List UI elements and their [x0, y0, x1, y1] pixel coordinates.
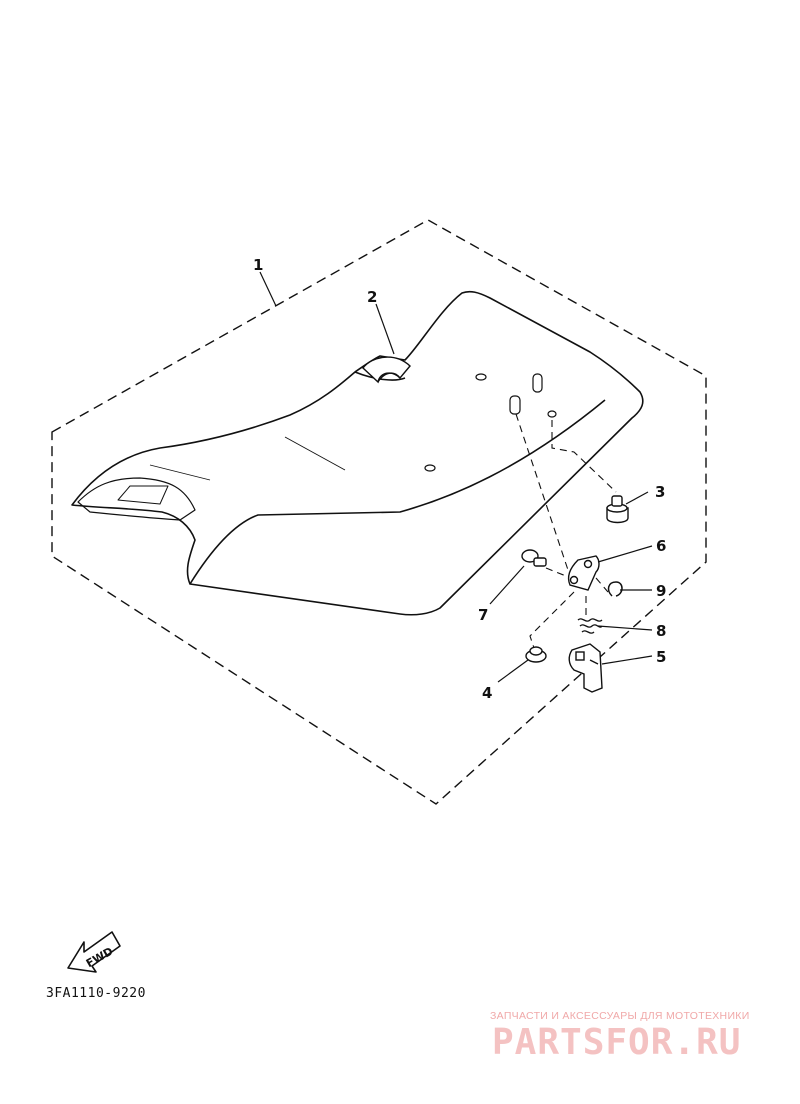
callout-4: 4 — [482, 684, 492, 702]
seat-body — [71, 290, 644, 616]
callout-2: 2 — [367, 288, 377, 306]
assembly-boundary — [51, 219, 707, 805]
assembly-lines — [515, 413, 617, 649]
callout-9: 9 — [656, 582, 666, 600]
callout-8: 8 — [656, 622, 666, 640]
diagram-code: 3FA1110-9220 — [46, 986, 146, 1001]
callout-5: 5 — [656, 648, 666, 666]
part-7-bolt — [521, 549, 547, 567]
fwd-arrow-icon: FWD — [67, 931, 121, 973]
part-2-seat-strap — [362, 356, 411, 384]
part-9-clip — [607, 581, 623, 597]
callout-1: 1 — [253, 256, 263, 274]
part-6-plate — [567, 555, 600, 591]
watermark-logo: PARTSFOR.RU — [492, 1022, 742, 1063]
leader-lines — [259, 271, 653, 683]
callout-3: 3 — [655, 483, 665, 501]
callout-6: 6 — [656, 537, 666, 555]
part-4-damper — [525, 646, 547, 663]
callout-7: 7 — [478, 606, 488, 624]
part-8-spring — [577, 618, 603, 634]
watermark-tagline: ЗАПЧАСТИ И АКСЕССУАРЫ ДЛЯ МОТОТЕХНИКИ — [490, 1010, 750, 1022]
part-5-seat-lock — [568, 643, 603, 693]
part-3-damper — [606, 495, 629, 524]
